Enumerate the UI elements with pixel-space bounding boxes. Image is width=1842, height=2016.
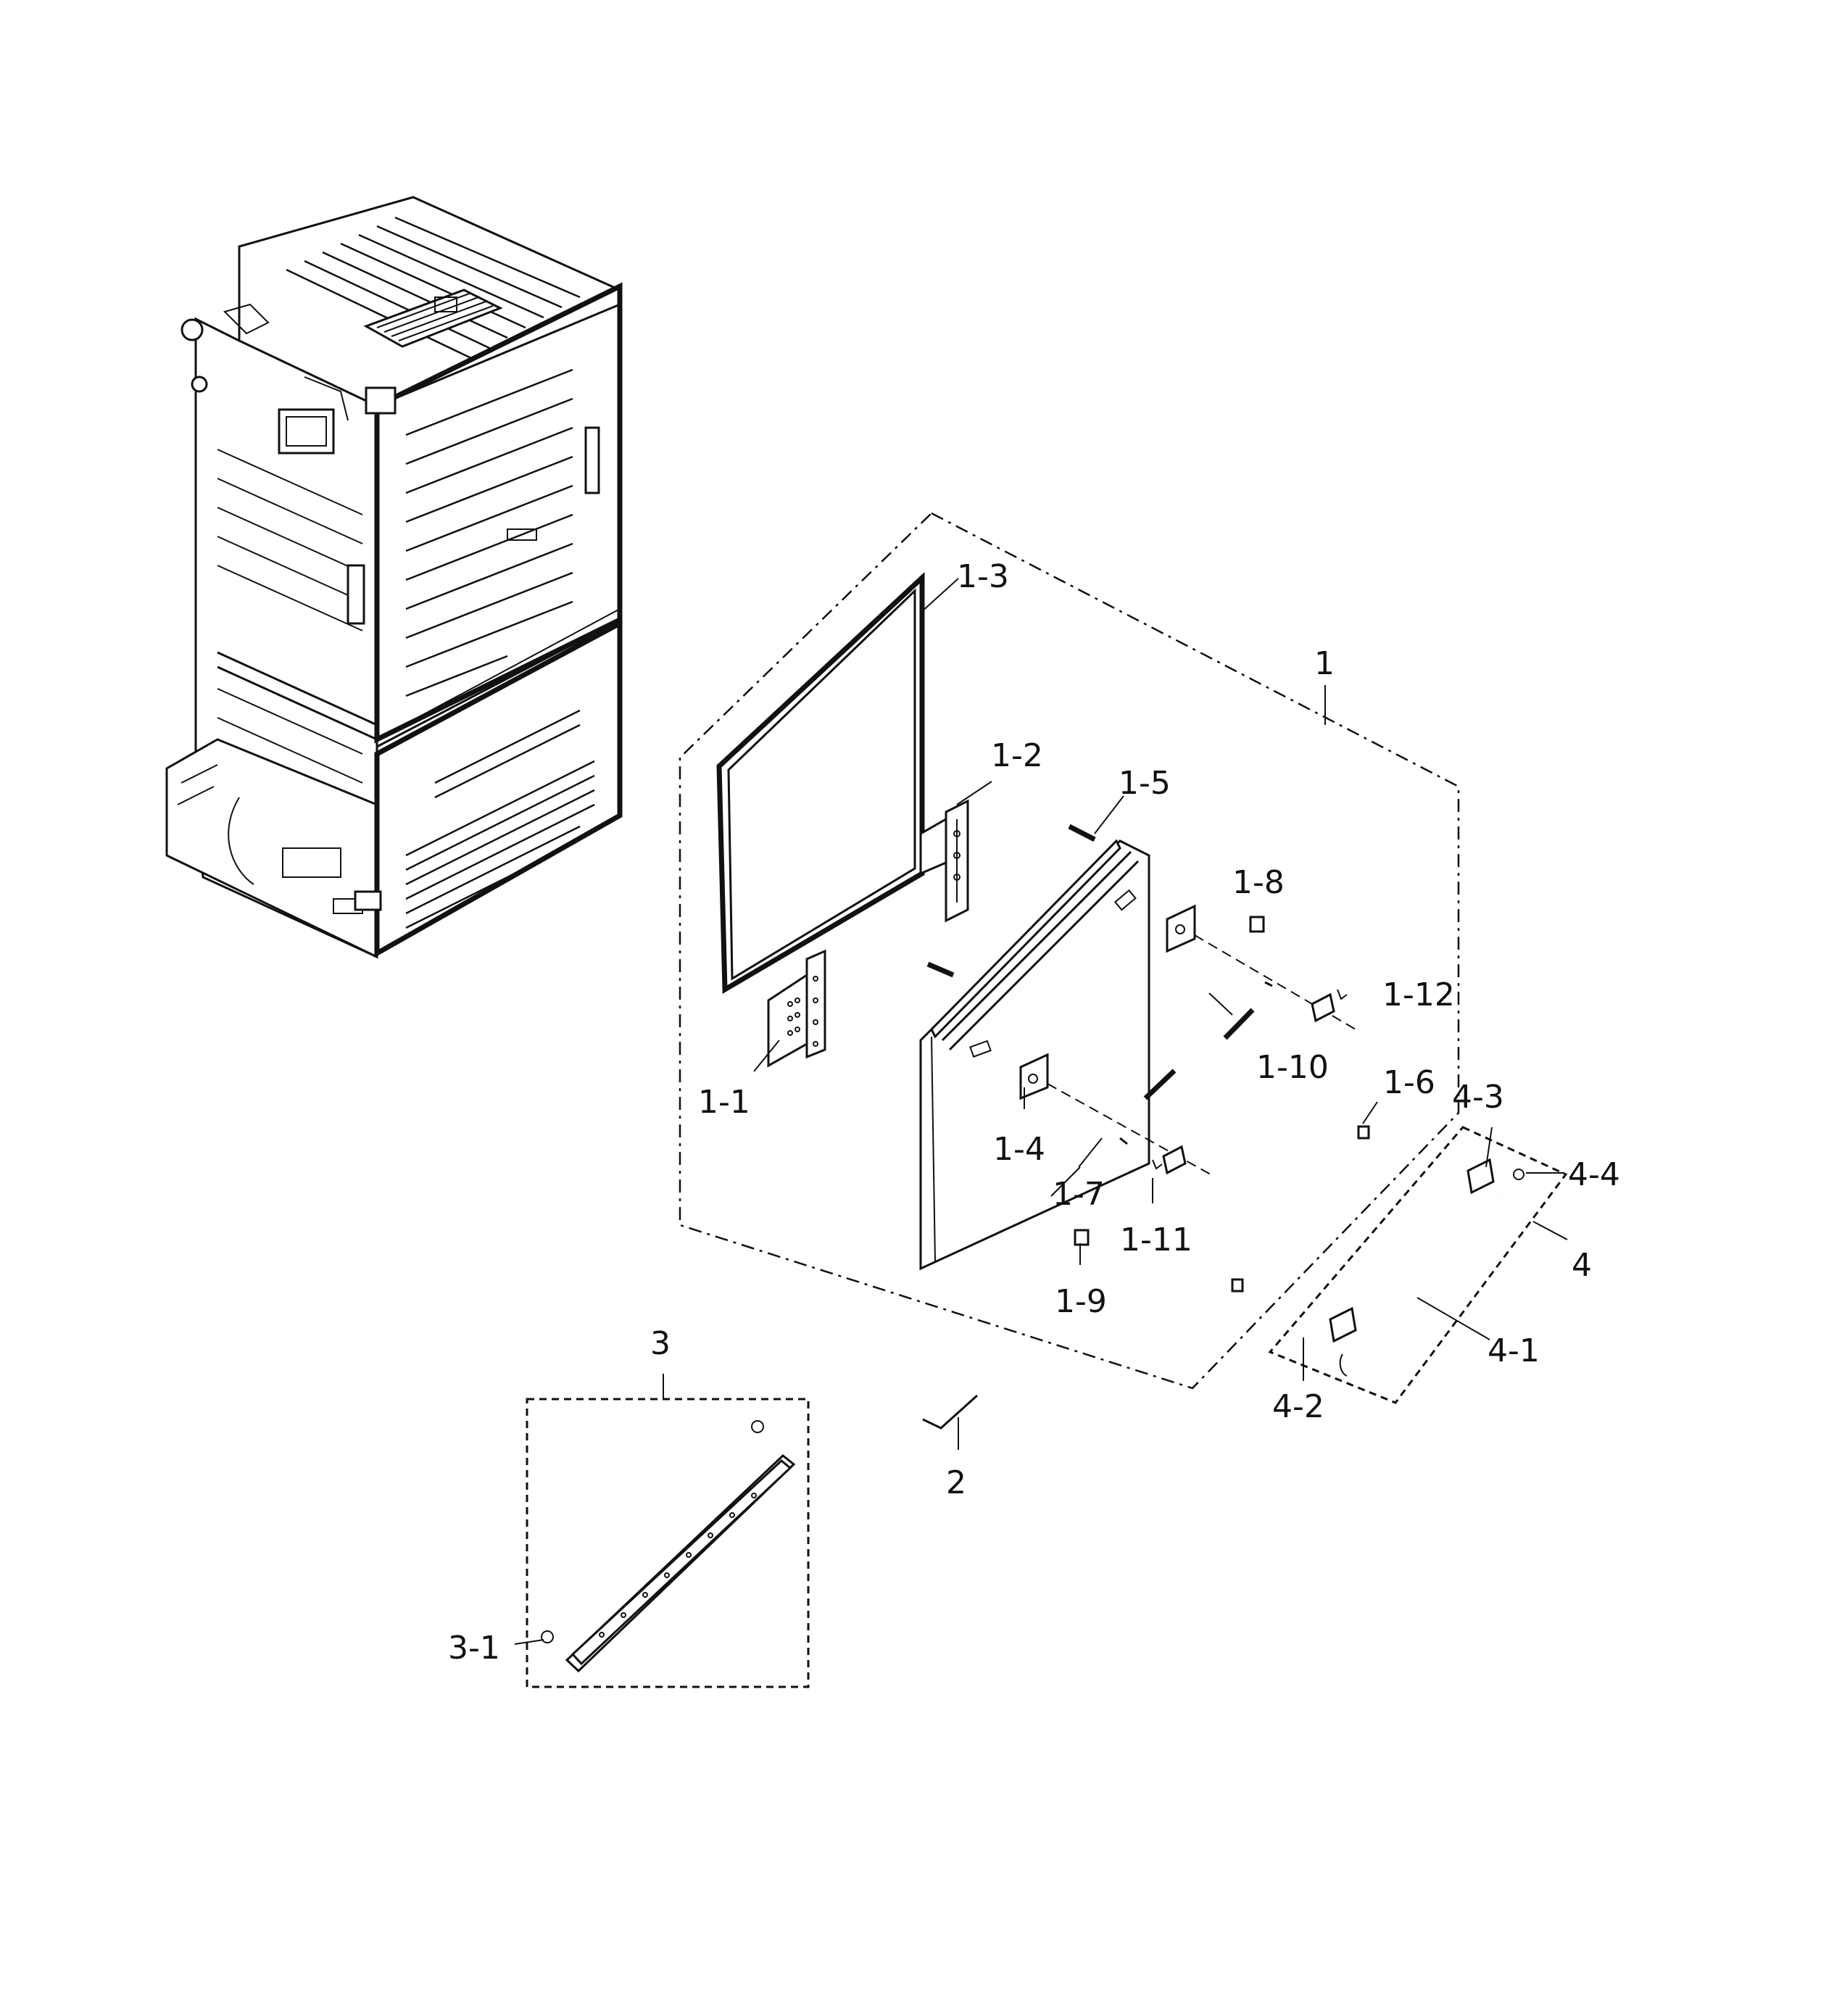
callout-4-2: 4-2 bbox=[1272, 1388, 1324, 1425]
callout-1-5: 1-5 bbox=[1119, 765, 1171, 802]
callout-1-2: 1-2 bbox=[991, 737, 1043, 774]
lower-hinge-bracket bbox=[767, 949, 826, 1068]
callout-1-11: 1-11 bbox=[1120, 1221, 1192, 1258]
freezer-door-panel bbox=[919, 839, 1150, 1271]
door-cam-clip bbox=[1119, 981, 1348, 1175]
callout-1-3: 1-3 bbox=[957, 558, 1009, 595]
callout-1-6: 1-6 bbox=[1383, 1064, 1435, 1101]
door-handle bbox=[1329, 1158, 1524, 1377]
handle-bar bbox=[541, 1420, 796, 1673]
callout-4: 4 bbox=[1572, 1247, 1592, 1284]
callout-1-8: 1-8 bbox=[1232, 864, 1285, 901]
callout-1-1: 1-1 bbox=[698, 1084, 750, 1121]
callout-3: 3 bbox=[650, 1325, 671, 1362]
hinge-screw bbox=[926, 824, 1096, 978]
door-gasket bbox=[716, 571, 925, 995]
callout-1-4: 1-4 bbox=[993, 1131, 1045, 1168]
callout-1-12: 1-12 bbox=[1382, 976, 1455, 1013]
callout-1-10: 1-10 bbox=[1256, 1049, 1329, 1086]
leader-lines bbox=[514, 578, 1568, 1645]
part-2-wire bbox=[922, 1394, 979, 1430]
door-pin bbox=[1143, 1008, 1255, 1100]
door-hinge-plate bbox=[1019, 904, 1356, 1175]
door-stopper bbox=[1074, 916, 1265, 1246]
part-4-boundary bbox=[1268, 1126, 1568, 1404]
door-screw bbox=[1231, 1125, 1370, 1293]
assembly-1-boundary bbox=[679, 512, 1460, 1390]
callout-4-3: 4-3 bbox=[1452, 1079, 1504, 1116]
refrigerator-cabinet bbox=[165, 196, 623, 959]
callout-2: 2 bbox=[946, 1464, 966, 1501]
upper-hinge-bracket bbox=[919, 799, 969, 923]
callout-1: 1 bbox=[1314, 645, 1335, 682]
part-3-boundary bbox=[526, 1398, 810, 1688]
callout-1-7: 1-7 bbox=[1053, 1176, 1105, 1213]
callout-3-1: 3-1 bbox=[448, 1630, 500, 1667]
callout-1-9: 1-9 bbox=[1055, 1283, 1107, 1320]
callout-4-4: 4-4 bbox=[1568, 1156, 1620, 1193]
callout-labels: 1 1-1 1-2 1-3 1-4 1-5 1-6 1-7 1-8 1-9 1-… bbox=[448, 558, 1620, 1667]
callout-4-1: 4-1 bbox=[1488, 1332, 1540, 1369]
